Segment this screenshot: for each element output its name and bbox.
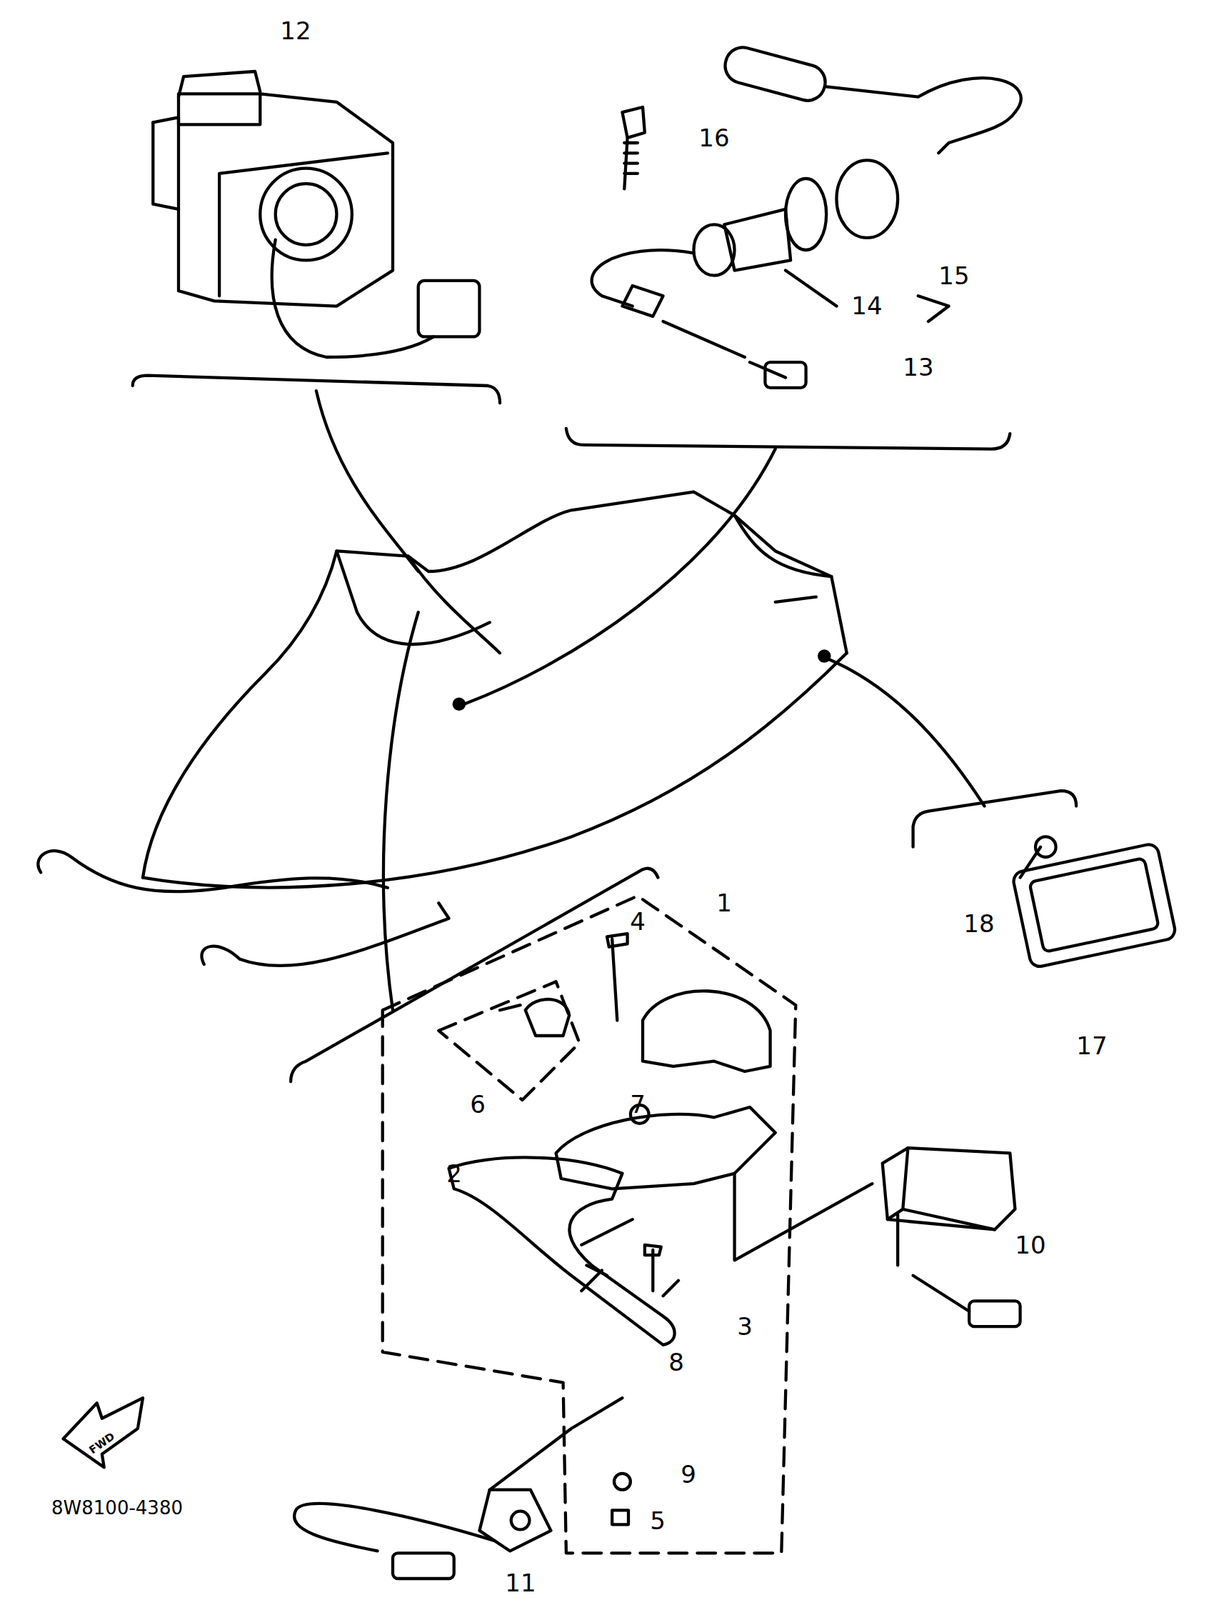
callout-number: 5: [649, 1508, 666, 1533]
callout-number: 16: [698, 125, 730, 150]
callout-number: 7: [629, 1091, 646, 1117]
part-code: 8W8100-4380: [51, 1498, 183, 1517]
callout-number: 18: [963, 911, 995, 936]
fwd-arrow: [63, 1397, 143, 1467]
callout-number: 2: [446, 1161, 463, 1186]
callout-number: 10: [1014, 1232, 1046, 1257]
callout-number: 17: [1076, 1033, 1107, 1058]
callout-number: 8: [668, 1349, 685, 1374]
callout-number: 13: [902, 354, 934, 380]
leader-lines: [132, 375, 1077, 1082]
callout-number: 6: [469, 1091, 486, 1117]
callout-number: 3: [736, 1313, 753, 1339]
callout-number: 11: [504, 1570, 536, 1595]
callout-number: 12: [279, 18, 311, 43]
callout-number: 4: [629, 909, 646, 934]
snowmobile-outline: [37, 492, 847, 967]
callout-number: 1: [716, 890, 732, 915]
switch-parts: [294, 1147, 1020, 1579]
callout-number: 9: [680, 1461, 697, 1487]
part-12-box: [152, 71, 480, 358]
callout-number: 15: [938, 263, 970, 288]
key-switch-parts: [592, 43, 1022, 388]
lamp-parts: [1011, 836, 1177, 968]
brake-lever-assembly: [449, 933, 873, 1524]
callout-number: 14: [851, 293, 882, 318]
